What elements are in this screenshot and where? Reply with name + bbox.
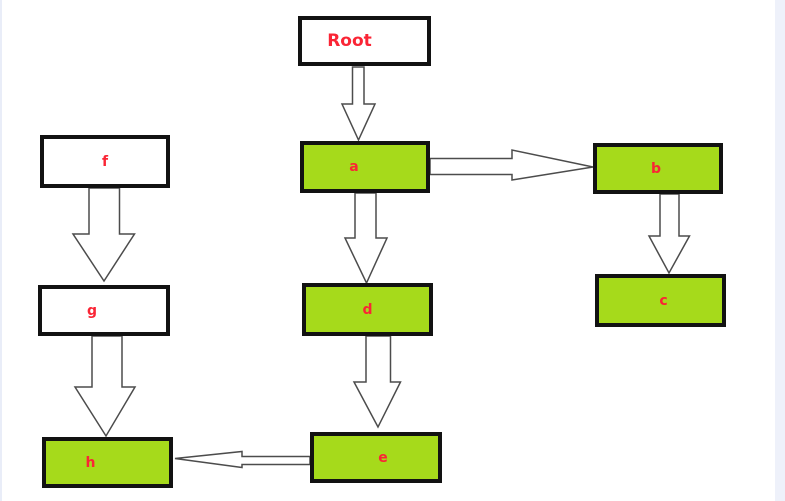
node-a: a bbox=[300, 141, 430, 193]
arrow-b-to-c bbox=[647, 193, 691, 275]
node-h-label: h bbox=[85, 454, 96, 471]
arrow-e-to-h bbox=[174, 450, 311, 469]
node-b-label: b bbox=[650, 160, 662, 177]
node-d-label: d bbox=[362, 301, 373, 318]
node-e: e bbox=[310, 432, 442, 483]
node-e-label: e bbox=[378, 449, 388, 466]
node-f-label: f bbox=[101, 153, 109, 170]
node-h: h bbox=[42, 437, 173, 488]
arrow-a-to-b bbox=[429, 149, 594, 181]
node-g-label: g bbox=[86, 302, 98, 319]
node-c: c bbox=[595, 274, 726, 327]
page-margin-right bbox=[775, 0, 785, 501]
arrow-root-to-a bbox=[340, 66, 377, 142]
node-b: b bbox=[593, 143, 723, 194]
node-g: g bbox=[38, 285, 170, 336]
arrow-d-to-e bbox=[352, 335, 402, 429]
node-c-label: c bbox=[659, 292, 668, 309]
page-margin-left bbox=[0, 0, 2, 501]
node-d: d bbox=[302, 283, 433, 336]
arrow-a-to-d bbox=[343, 192, 389, 285]
node-f: f bbox=[40, 135, 170, 188]
arrow-f-to-g bbox=[71, 187, 136, 283]
node-root-label: Root bbox=[327, 30, 372, 51]
node-root: Root bbox=[298, 16, 431, 66]
arrow-g-to-h bbox=[73, 335, 137, 438]
node-a-label: a bbox=[349, 159, 359, 175]
